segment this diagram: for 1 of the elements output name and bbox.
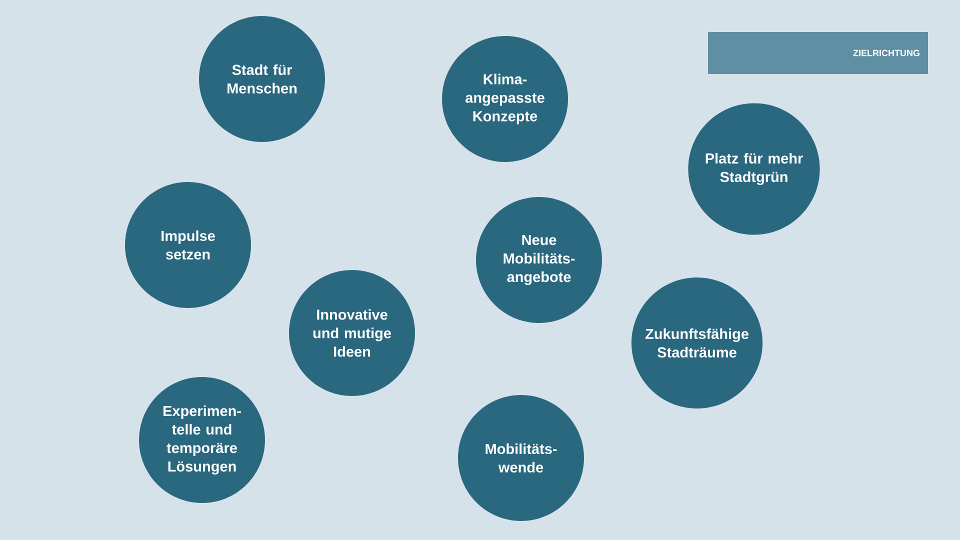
title-banner: ZIELRICHTUNG [708, 32, 928, 74]
